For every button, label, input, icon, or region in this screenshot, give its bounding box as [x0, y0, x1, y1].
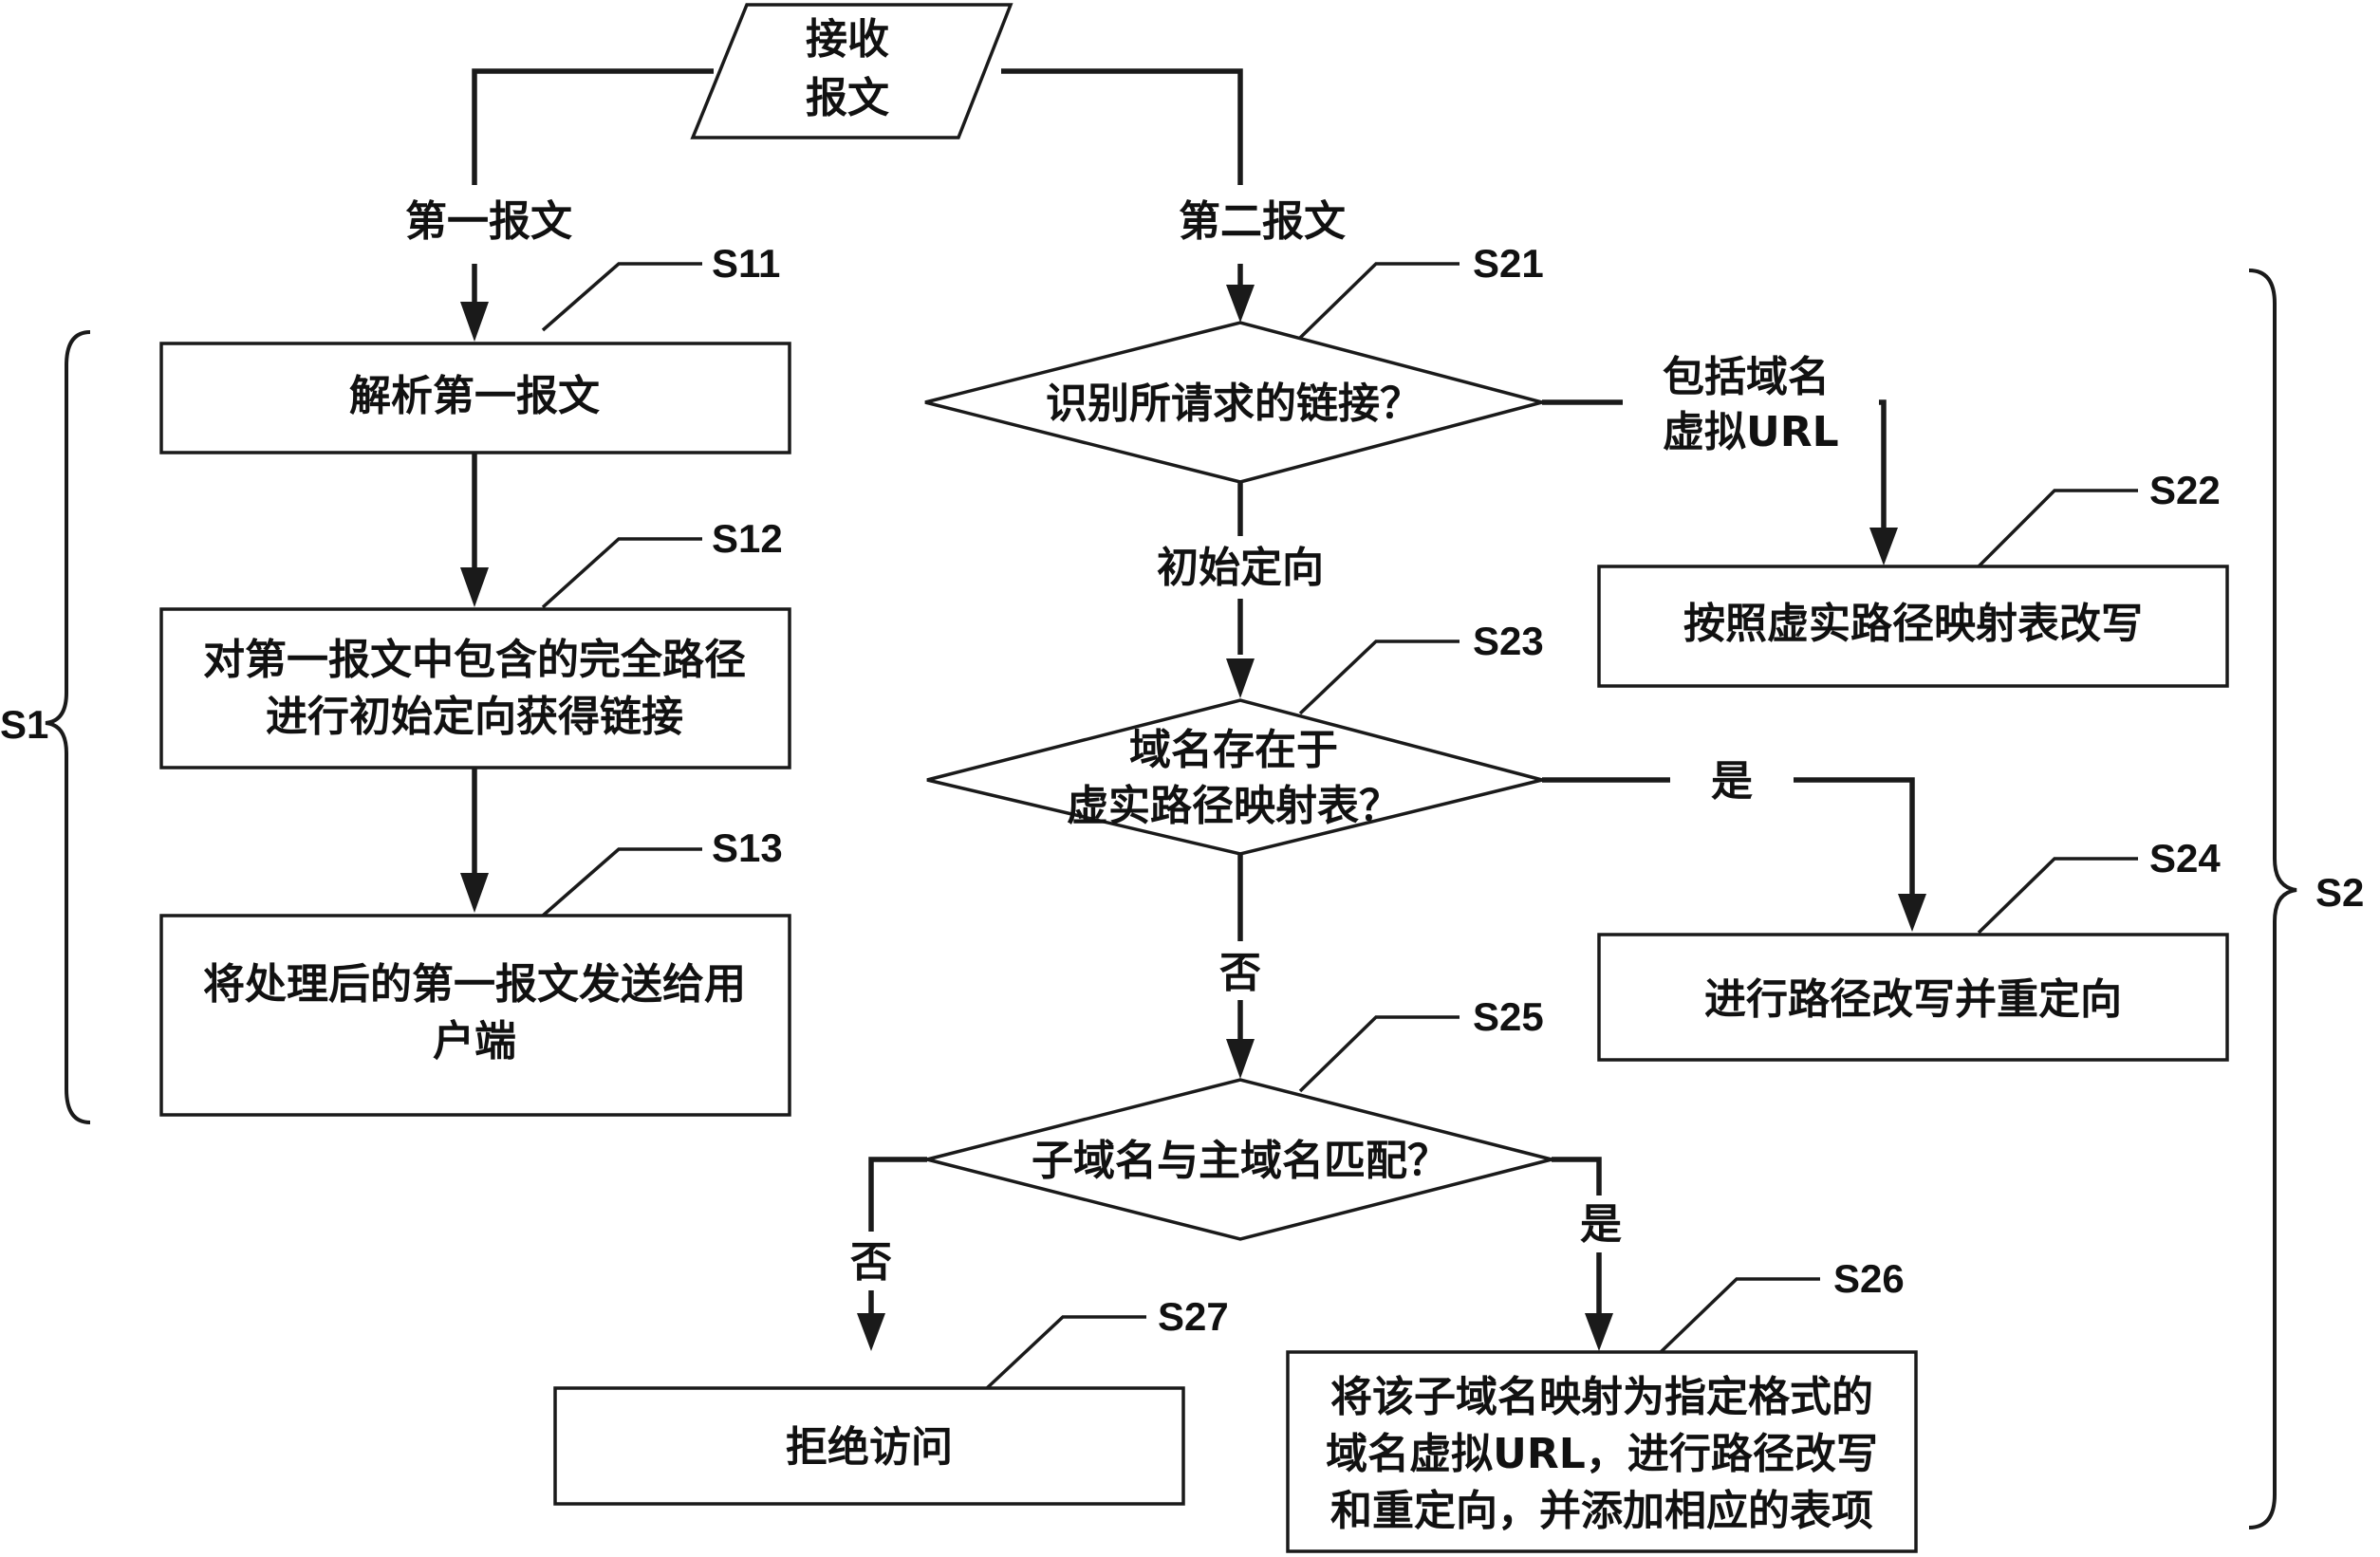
- step-s12: S12: [712, 516, 783, 561]
- leader-s27: [985, 1315, 1146, 1390]
- s25-label: 子域名与主域名匹配？: [1032, 1137, 1449, 1185]
- no-s25-label: 否: [850, 1238, 892, 1287]
- s11-box: [159, 342, 791, 454]
- arrowhead-s22: [1869, 528, 1898, 565]
- s25-diamond: [926, 1078, 1553, 1241]
- leader-s24: [1977, 857, 2138, 935]
- s13-label-2: 户端: [433, 1017, 516, 1066]
- leader-s26: [1659, 1277, 1820, 1354]
- step-s22: S22: [2149, 468, 2221, 512]
- s21-label: 识别所请求的链接？: [1046, 380, 1422, 428]
- arrowhead-s25: [1226, 1039, 1255, 1079]
- second-message-label: 第二报文: [1179, 197, 1346, 246]
- yes-s23-label: 是: [1711, 757, 1753, 806]
- step-s2: S2: [2315, 870, 2364, 915]
- arrowhead-s11: [460, 302, 489, 342]
- initial-redirect-label: 初始定向: [1157, 544, 1324, 592]
- s27-label: 拒绝访问: [786, 1423, 953, 1472]
- step-s21: S21: [1473, 241, 1544, 286]
- step-s27: S27: [1158, 1294, 1229, 1339]
- s26-label-3: 和重定向，并添加相应的表项: [1330, 1487, 1873, 1535]
- leader-s23: [1298, 639, 1460, 715]
- step-labels: S11 S12 S13 S21 S22 S23 S24 S25 S26 S27 …: [0, 241, 2364, 1339]
- s13-label-1: 将处理后的第一报文发送给用: [203, 960, 746, 1009]
- leader-s12: [541, 537, 702, 609]
- s23-diamond: [926, 698, 1543, 856]
- step-s13: S13: [712, 825, 783, 870]
- leader-s25: [1298, 1015, 1460, 1093]
- line-s23-s24: [1542, 777, 1915, 906]
- line-receive-left: [472, 68, 714, 185]
- step-s24: S24: [2149, 836, 2221, 880]
- s23-label-2: 虚实路径映射表？: [1067, 782, 1401, 830]
- leader-s22: [1977, 489, 2138, 568]
- arrowhead-s21: [1226, 285, 1255, 323]
- yes-s25-label: 是: [1580, 1200, 1622, 1249]
- arrowhead-s26: [1585, 1313, 1613, 1351]
- step-s1: S1: [0, 702, 48, 747]
- s26-box: [1286, 1350, 1918, 1553]
- s26-label-2: 域名虚拟URL，进行路径改写: [1326, 1430, 1878, 1478]
- receive-parallelogram: [690, 3, 1013, 139]
- s24-label: 进行路径改写并重定向: [1704, 975, 2122, 1024]
- step-leaders: [541, 262, 2138, 1390]
- step-s23: S23: [1473, 619, 1544, 663]
- s26-label-1: 将该子域名映射为指定格式的: [1330, 1373, 1873, 1421]
- leader-s11: [541, 262, 702, 332]
- first-message-label: 第一报文: [405, 197, 572, 246]
- s27-box: [553, 1386, 1185, 1506]
- leader-s13: [541, 847, 702, 918]
- arrowhead-s13: [460, 873, 489, 913]
- edge-texts: 第一报文 第二报文 包括域名 虚拟URL 初始定向 是 否 否 是: [405, 197, 1839, 1287]
- arrowhead-s12: [460, 567, 489, 607]
- s23-label-1: 域名存在于: [1129, 726, 1338, 774]
- node-texts: 接收 报文 解析第一报文 对第一报文中包含的完全路径 进行初始定向获得链接 将处…: [203, 15, 2143, 1535]
- s13-box: [159, 914, 791, 1117]
- receive-label-2: 报文: [806, 74, 889, 122]
- no-s23-label: 否: [1219, 949, 1261, 997]
- leader-s21: [1298, 262, 1460, 340]
- step-s25: S25: [1473, 994, 1544, 1039]
- brace-s1: [45, 330, 91, 1124]
- receive-label: 接收: [806, 15, 889, 64]
- s21-diamond: [924, 321, 1549, 484]
- s12-label-1: 对第一报文中包含的完全路径: [203, 636, 746, 684]
- line-receive-right: [1001, 68, 1243, 185]
- arrowhead-s27: [857, 1313, 885, 1351]
- s11-label: 解析第一报文: [349, 372, 600, 420]
- step-s26: S26: [1833, 1256, 1905, 1301]
- s12-box: [159, 607, 791, 769]
- arrowhead-s24: [1898, 894, 1926, 932]
- s12-label-2: 进行初始定向获得链接: [266, 693, 683, 741]
- virtual-url-label-1: 包括域名: [1663, 353, 1830, 401]
- brace-s2: [2248, 269, 2297, 1529]
- line-s25-s26: [1552, 1157, 1602, 1324]
- s24-box: [1597, 933, 2229, 1062]
- virtual-url-label-2: 虚拟URL: [1663, 408, 1839, 456]
- step-s11: S11: [712, 241, 780, 286]
- s22-label: 按照虚实路径映射表改写: [1683, 600, 2143, 648]
- s22-box: [1597, 565, 2229, 688]
- arrowhead-s23: [1226, 658, 1255, 698]
- shapes: [159, 3, 2229, 1553]
